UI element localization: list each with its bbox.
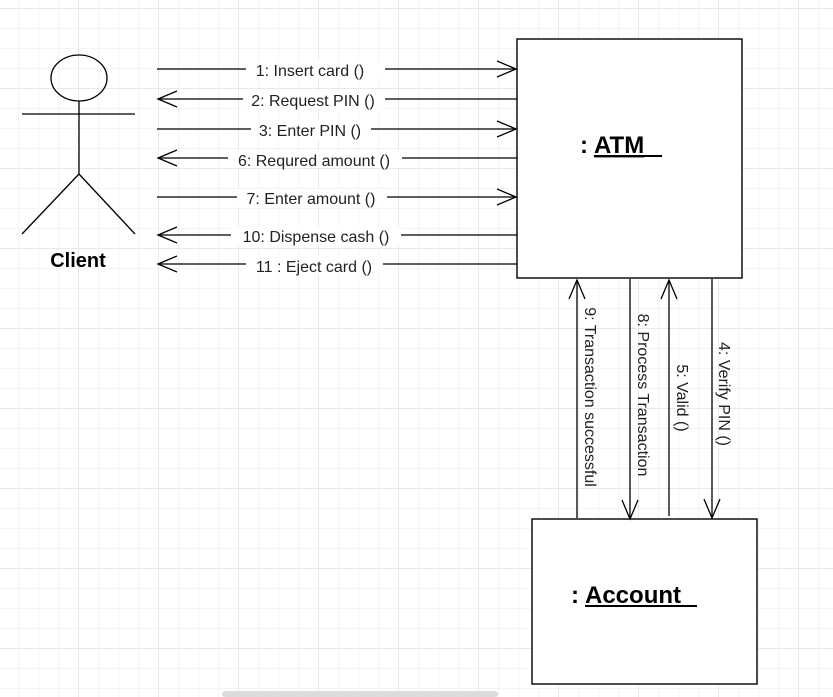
client-actor[interactable]: Client [21, 54, 136, 272]
atm-prefix: : [580, 132, 588, 159]
account-prefix: : [571, 582, 579, 609]
message-m6[interactable]: 6: Requred amount () [156, 149, 517, 170]
arrowhead-right [496, 60, 518, 78]
message-label: 10: Dispense cash () [243, 229, 390, 246]
actor-left-leg [21, 173, 80, 235]
message-m1[interactable]: 1: Insert card () [157, 60, 518, 80]
arrowhead-left [156, 149, 178, 167]
message-m7[interactable]: 7: Enter amount () [157, 188, 518, 208]
arrowhead-down [621, 499, 639, 521]
message-m8[interactable]: 8: Process Transaction [621, 279, 651, 521]
message-label: 5: Valid () [673, 364, 690, 431]
message-label: 1: Insert card () [256, 63, 364, 80]
message-label: 8: Process Transaction [634, 314, 651, 477]
message-m3[interactable]: 3: Enter PIN () [157, 120, 518, 140]
message-label: 11 : Eject card () [256, 259, 372, 276]
message-m5[interactable]: 5: Valid () [660, 278, 690, 516]
message-m9[interactable]: 9: Transaction successful [568, 278, 598, 518]
message-m2[interactable]: 2: Request PIN () [156, 90, 517, 110]
account-box [531, 518, 758, 685]
atm-object[interactable]: : ATM [516, 38, 743, 279]
message-m10[interactable]: 10: Dispense cash () [156, 226, 517, 246]
message-label: 4: Verify PIN () [715, 342, 732, 446]
account-object[interactable]: : Account [531, 518, 758, 685]
horizontal-scrollbar-thumb[interactable] [222, 691, 498, 697]
message-m4[interactable]: 4: Verify PIN () [703, 279, 732, 520]
atm-name: ATM [594, 132, 644, 159]
arrowhead-up [568, 278, 586, 300]
arrowhead-right [496, 120, 518, 138]
message-label: 3: Enter PIN () [259, 123, 361, 140]
message-label: 9: Transaction successful [581, 307, 598, 487]
arrowhead-left [156, 255, 178, 273]
arrowhead-left [156, 90, 178, 108]
arrowhead-left [156, 226, 178, 244]
arrowhead-up [660, 278, 678, 300]
arrowhead-right [496, 188, 518, 206]
arrowhead-down [703, 498, 721, 520]
actor-name: Client [50, 250, 106, 272]
message-label: 6: Requred amount () [238, 153, 390, 170]
message-label: 2: Request PIN () [251, 93, 375, 110]
actor-head [50, 54, 108, 102]
actor-right-leg [78, 173, 136, 235]
account-name: Account [585, 582, 681, 609]
message-label: 7: Enter amount () [247, 191, 376, 208]
message-m11[interactable]: 11 : Eject card () [156, 255, 517, 276]
